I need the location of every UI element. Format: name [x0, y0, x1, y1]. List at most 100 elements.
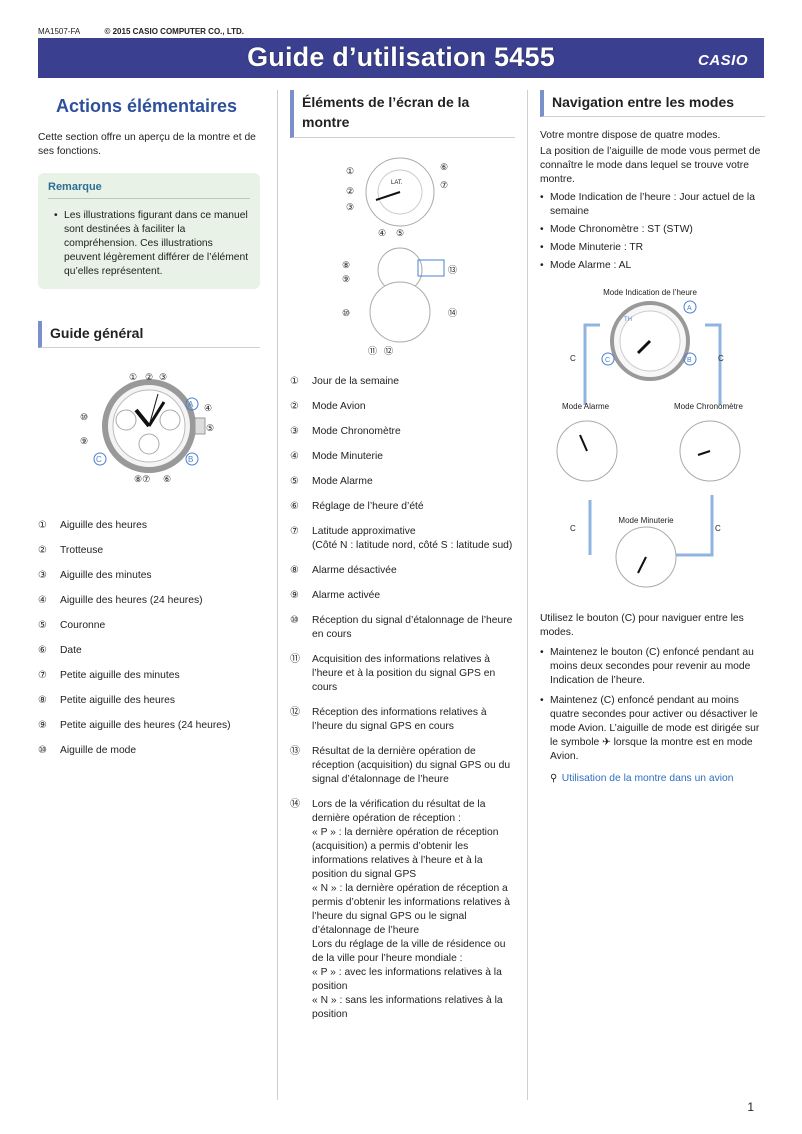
column-divider: [527, 90, 528, 1100]
label-timekeeping: Mode Indication de l’heure: [603, 288, 697, 297]
svg-text:③: ③: [346, 202, 354, 212]
svg-text:②: ②: [145, 372, 153, 382]
svg-text:⑧⑦: ⑧⑦: [134, 474, 150, 484]
column-2: Éléments de l’écran de la montre LAT. ① ②…: [290, 90, 515, 1022]
page-title: Guide d’utilisation 5455: [247, 42, 555, 72]
svg-text:④: ④: [204, 403, 212, 413]
nav-text: Utilisez le bouton (C) pour naviguer ent…: [540, 613, 744, 639]
intro-text: Votre montre dispose de quatre modes.: [540, 130, 721, 142]
bullet-item: Maintenez (C) enfoncé pendant au moins q…: [540, 694, 765, 764]
column-divider: [277, 90, 278, 1100]
brand-logo: CASIO: [697, 52, 748, 69]
note-text: Les illustrations figurant dans ce manue…: [54, 209, 250, 279]
svg-text:B: B: [188, 455, 193, 464]
doc-code: MA1507-FA: [38, 27, 81, 36]
label-alarm: Mode Alarme: [562, 402, 610, 411]
section-heading: Navigation entre les modes: [540, 90, 765, 118]
svg-text:⑫: ⑫: [384, 346, 393, 356]
svg-text:④: ④: [378, 228, 386, 238]
section-heading: Éléments de l’écran de la montre: [290, 90, 515, 138]
note-title: Remarque: [48, 181, 250, 199]
svg-text:⑩: ⑩: [342, 308, 350, 318]
svg-text:⑨: ⑨: [342, 274, 350, 284]
column-3: Navigation entre les modes Votre montre …: [540, 90, 765, 786]
link-text[interactable]: Utilisation de la montre dans un avion: [561, 773, 734, 785]
svg-text:C: C: [96, 455, 102, 464]
c-label: C: [570, 524, 576, 533]
svg-text:②: ②: [346, 186, 354, 196]
bullet-item: Maintenez le bouton (C) enfoncé pendant …: [540, 646, 765, 688]
svg-text:⑭: ⑭: [448, 308, 457, 318]
svg-text:C: C: [605, 357, 610, 364]
page-number: 1: [747, 1100, 754, 1114]
svg-text:A: A: [687, 305, 692, 312]
mode-item: Mode Alarme : AL: [540, 259, 765, 273]
svg-text:LAT.: LAT.: [391, 180, 403, 186]
copyright: © 2015 CASIO COMPUTER CO., LTD.: [104, 27, 245, 36]
svg-text:③: ③: [159, 372, 167, 382]
label-timer: Mode Minuterie: [618, 516, 674, 525]
header-meta: MA1507-FA © 2015 CASIO COMPUTER CO., LTD…: [38, 27, 244, 36]
svg-text:B: B: [687, 357, 692, 364]
main-heading: Actions élémentaires: [56, 96, 238, 116]
c-label: C: [570, 354, 576, 363]
intro-text-2: La position de l’aiguille de mode vous p…: [540, 146, 761, 186]
section-heading: Guide général: [38, 321, 260, 349]
c-label: C: [718, 354, 724, 363]
svg-text:⑨: ⑨: [80, 436, 88, 446]
svg-text:⑪: ⑪: [368, 346, 377, 356]
svg-text:⑤: ⑤: [206, 423, 214, 433]
c-label: C: [715, 524, 721, 533]
note-box: Remarque Les illustrations figurant dans…: [38, 173, 260, 289]
svg-text:A: A: [188, 400, 194, 409]
mode-item: Mode Minuterie : TR: [540, 241, 765, 255]
svg-text:⑧: ⑧: [342, 260, 350, 270]
svg-text:⑦: ⑦: [440, 180, 448, 190]
mode-navigation-diagram: Mode Indication de l’heure TH C A B C C …: [556, 288, 743, 588]
mode-item: Mode Chronomètre : ST (STW): [540, 223, 765, 237]
manual-link[interactable]: ⚲ Utilisation de la montre dans un avion: [540, 768, 765, 786]
search-icon: ⚲: [550, 773, 558, 785]
label-chrono: Mode Chronomètre: [674, 402, 743, 411]
svg-text:⑩: ⑩: [80, 412, 88, 422]
svg-text:⑥: ⑥: [440, 162, 448, 172]
mode-item: Mode Indication de l’heure : Jour actuel…: [540, 191, 765, 219]
svg-text:①: ①: [129, 372, 137, 382]
svg-text:①: ①: [346, 166, 354, 176]
svg-text:⑬: ⑬: [448, 265, 457, 275]
intro-text: Cette section offre un aperçu de la mont…: [38, 132, 256, 157]
svg-text:⑤: ⑤: [396, 228, 404, 238]
svg-text:⑥: ⑥: [163, 474, 171, 484]
column-1: Actions élémentaires Cette section offre…: [38, 90, 260, 769]
svg-text:TH: TH: [624, 317, 632, 323]
title-banner: Guide d’utilisation 5455 CASIO: [38, 38, 764, 78]
